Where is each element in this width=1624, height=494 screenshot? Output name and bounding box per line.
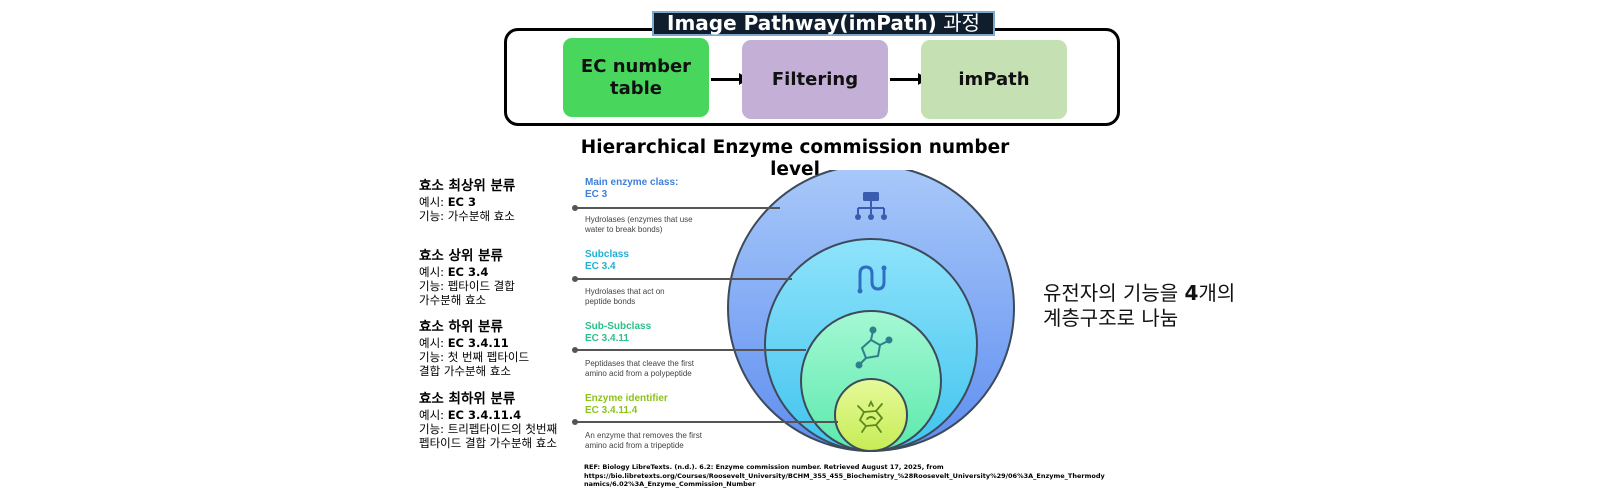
reference-text: REF: Biology LibreTexts. (n.d.). 6.2: En… bbox=[584, 463, 1124, 489]
function-label: 기능: bbox=[419, 279, 448, 293]
reference-line1: REF: Biology LibreTexts. (n.d.). 6.2: En… bbox=[584, 463, 944, 471]
example-value: EC 3.4.11 bbox=[447, 336, 509, 350]
caption-code: EC 3 bbox=[585, 189, 608, 200]
example-value: EC 3.4 bbox=[447, 265, 489, 279]
pipeline-title-main: Image Pathway(imPath) bbox=[667, 11, 937, 35]
level-heading: 효소 최하위 분류 bbox=[419, 391, 516, 407]
caption-main-class: Main enzyme class: EC 3 Hydrolases (enzy… bbox=[585, 177, 735, 235]
step-label-line1: EC number bbox=[580, 55, 692, 77]
caption-sub-subclass: Sub-Subclass EC 3.4.11 Peptidases that c… bbox=[585, 321, 735, 379]
function-label: 기능: bbox=[419, 422, 448, 436]
function-text: 트리펩타이드의 첫번째 bbox=[447, 422, 558, 436]
function-text: 첫 번째 펩타이드 bbox=[447, 350, 530, 364]
caption-enzyme-identifier: Enzyme identifier EC 3.4.11.4 An enzyme … bbox=[585, 393, 735, 451]
caption-code: EC 3.4.11.4 bbox=[585, 405, 638, 416]
caption-code: EC 3.4.11 bbox=[585, 333, 629, 344]
level-heading: 효소 최상위 분류 bbox=[419, 178, 516, 194]
step-label: imPath bbox=[958, 68, 1030, 90]
hierarchy-title-line1: Hierarchical Enzyme commission number bbox=[580, 137, 1010, 158]
caption-code: EC 3.4 bbox=[585, 261, 616, 272]
function-text-line2: 결합 가수분해 효소 bbox=[419, 364, 511, 378]
function-text: 펩타이드 결합 bbox=[447, 279, 515, 293]
side-note: 유전자의 기능을 4개의 계층구조로 나눔 bbox=[1043, 281, 1235, 331]
caption-title: Main enzyme class: bbox=[585, 177, 679, 188]
step-label: Filtering bbox=[771, 68, 859, 90]
side-note-line1-pre: 유전자의 기능을 bbox=[1043, 281, 1185, 305]
level-description-4: 효소 최하위 분류 예시: EC 3.4.11.4 기능: 트리펩타이드의 첫번… bbox=[419, 391, 589, 450]
side-note-count: 4 bbox=[1184, 281, 1199, 305]
function-text: 가수분해 효소 bbox=[447, 209, 515, 223]
arrow-right-icon bbox=[711, 73, 749, 85]
caption-title: Subclass bbox=[585, 249, 629, 260]
example-value: EC 3.4.11.4 bbox=[447, 408, 522, 422]
reference-line3: namics/6.02%3A_Enzyme_Commission_Number bbox=[584, 480, 756, 488]
example-value: EC 3 bbox=[447, 195, 477, 209]
step-filtering: Filtering bbox=[742, 40, 888, 119]
function-label: 기능: bbox=[419, 350, 448, 364]
level-description-3: 효소 하위 분류 예시: EC 3.4.11 기능: 첫 번째 펩타이드 결합 … bbox=[419, 319, 589, 378]
pipeline-title: Image Pathway(imPath) 과정 bbox=[652, 11, 995, 36]
ec-circles-diagram bbox=[572, 170, 1015, 452]
function-text-line2: 가수분해 효소 bbox=[419, 293, 487, 307]
hierarchy-icon bbox=[855, 192, 887, 220]
example-label: 예시: bbox=[419, 195, 448, 209]
hierarchy-title-line2: level bbox=[770, 159, 820, 180]
level-heading: 효소 하위 분류 bbox=[419, 319, 503, 335]
caption-title: Sub-Subclass bbox=[585, 321, 652, 332]
level-description-1: 효소 최상위 분류 예시: EC 3 기능: 가수분해 효소 bbox=[419, 178, 589, 223]
step-label-line2: table bbox=[609, 77, 662, 99]
example-label: 예시: bbox=[419, 408, 448, 422]
peptide-chain-icon bbox=[857, 265, 887, 294]
enzyme-icon bbox=[857, 399, 884, 433]
level-description-2: 효소 상위 분류 예시: EC 3.4 기능: 펩타이드 결합 가수분해 효소 bbox=[419, 248, 589, 307]
side-note-line2: 계층구조로 나눔 bbox=[1043, 306, 1179, 330]
circle-enzyme-identifier bbox=[834, 378, 908, 452]
function-text-line2: 펩타이드 결합 가수분해 효소 bbox=[419, 436, 557, 450]
pipeline-title-suffix: 과정 bbox=[936, 11, 980, 35]
level-heading: 효소 상위 분류 bbox=[419, 248, 503, 264]
side-note-line1-post: 개의 bbox=[1198, 281, 1236, 305]
hierarchy-title: Hierarchical Enzyme commission number le… bbox=[580, 137, 1010, 181]
example-label: 예시: bbox=[419, 265, 448, 279]
reference-line2: https://bio.libretexts.org/Courses/Roose… bbox=[584, 471, 1105, 480]
molecule-icon bbox=[855, 326, 893, 369]
function-label: 기능: bbox=[419, 209, 448, 223]
arrow-right-icon bbox=[890, 73, 928, 85]
step-impath: imPath bbox=[921, 40, 1067, 119]
example-label: 예시: bbox=[419, 336, 448, 350]
caption-title: Enzyme identifier bbox=[585, 393, 668, 404]
